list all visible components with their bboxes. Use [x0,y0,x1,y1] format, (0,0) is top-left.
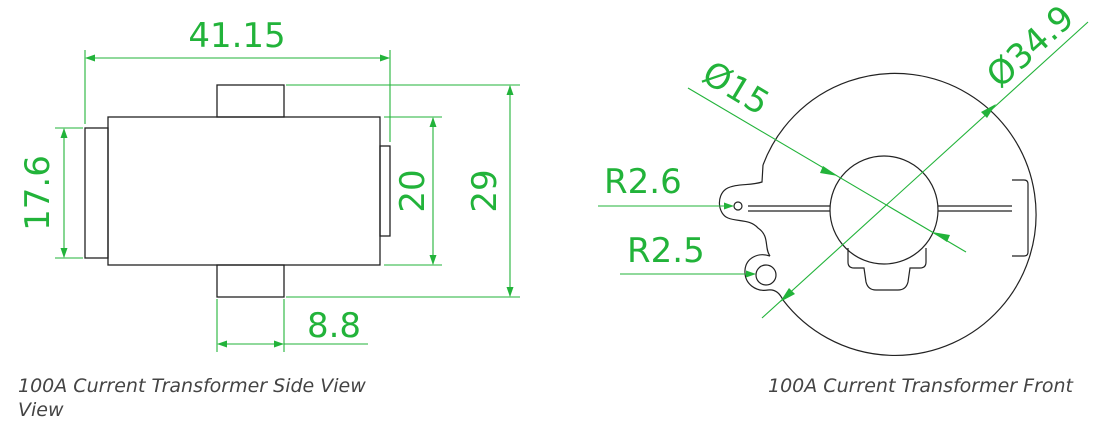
dim-line-outer-diameter [761,21,1089,319]
dim-text-overall-width: 41.15 [188,16,285,56]
dim-arrow-outer-lower [780,288,795,302]
side-view-caption-line2: View [18,399,64,421]
side-bottom-tab [216,264,285,298]
side-body [107,116,381,266]
dim-text-radius-upper: R2.6 [604,162,682,202]
front-hinge-lower-hole [755,264,777,286]
front-view-outline [718,72,1037,356]
front-bore-key [847,248,927,291]
dim-text-radius-lower: R2.5 [627,231,705,271]
front-view-dimensions [598,21,1089,319]
front-view-dimension-text: Ø15 Ø34.9 R2.6 R2.5 [604,0,1082,271]
dim-arrow-inner-upper [820,166,838,176]
front-view: Ø15 Ø34.9 R2.6 R2.5 [598,0,1089,356]
dim-text-body-height: 17.6 [18,155,58,231]
dim-text-inner-diameter: Ø15 [695,53,776,123]
dim-text-terminal-height: 20 [393,169,433,212]
dim-arrow-outer-upper [981,104,996,118]
dim-arrow-inner-lower [932,232,950,242]
side-view-dimension-text: 41.15 17.6 20 29 8.8 [18,16,505,346]
side-view: 41.15 17.6 20 29 8.8 [18,16,520,352]
dim-text-overall-height: 29 [465,169,505,212]
front-inner-bore [829,155,939,265]
front-right-terminal [1012,179,1029,257]
side-right-terminal [379,145,391,237]
front-outer-ring [762,72,1037,356]
front-view-caption: 100A Current Transformer Front [768,375,1074,397]
side-left-flange [84,127,109,259]
side-view-dimensions [55,50,520,352]
front-hinge-upper [718,164,771,257]
front-hinge-upper-hole [733,201,743,211]
side-view-caption-line1: 100A Current Transformer Side View [18,375,366,397]
dim-text-outer-diameter: Ø34.9 [979,0,1082,96]
front-hinge-lower [744,254,784,301]
side-view-outline [84,84,391,298]
dim-text-tab-width: 8.8 [307,306,361,346]
side-top-tab [216,84,285,118]
side-view-caption: 100A Current Transformer Side View View [18,374,366,422]
